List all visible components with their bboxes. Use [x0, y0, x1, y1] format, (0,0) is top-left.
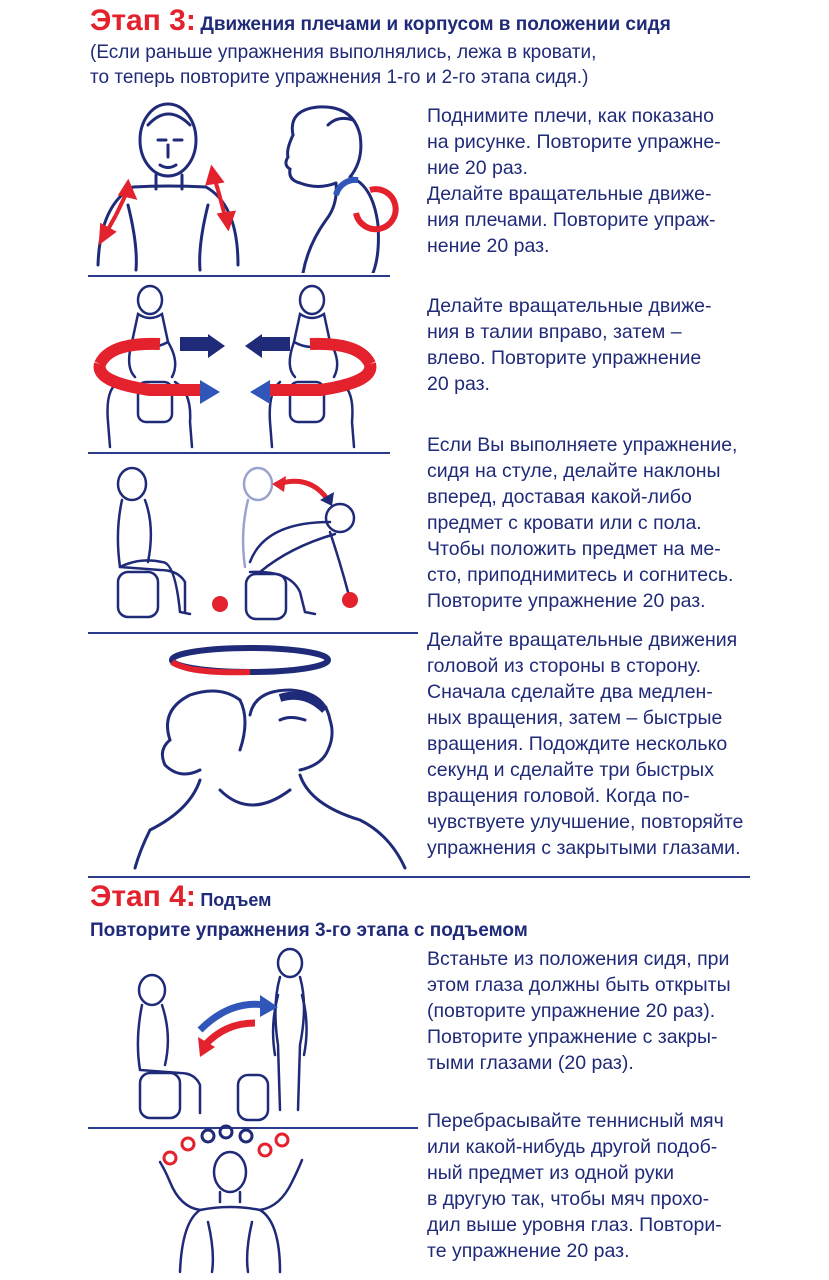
waist-rotation-illustration: [80, 282, 390, 450]
ball-toss-illustration: [130, 1122, 420, 1277]
stage3-heading: Этап 3: Движения плечами и корпусом в по…: [90, 4, 671, 38]
exercise-text-ball: Перебрасывайте теннисный мяч или какой-н…: [427, 1110, 724, 1262]
divider: [88, 876, 750, 878]
stage3-note-line2: то теперь повторите упражнения 1-го и 2-…: [90, 67, 589, 88]
stage3-number: Этап 3:: [90, 4, 196, 37]
head-rotation-illustration: [130, 640, 420, 870]
stage4-title: Подъем: [200, 890, 272, 910]
stage3-note-line1: (Если раньше упражнения выполнялись, леж…: [90, 42, 597, 63]
stand-up-illustration: [120, 945, 420, 1125]
exercise-text-waist: Делайте вращательные движе- ния в талии …: [427, 295, 712, 395]
exercise-text-stand: Встаньте из положения сидя, при этом гла…: [427, 948, 731, 1074]
exercise-text-bend: Если Вы выполняете упражнение, сидя на с…: [427, 434, 738, 612]
shoulder-raise-illustration: [88, 95, 408, 273]
divider: [88, 1127, 418, 1129]
exercise-text-head: Делайте вращательные движения головой из…: [427, 629, 744, 859]
divider: [88, 632, 418, 634]
divider: [88, 275, 390, 277]
divider: [88, 452, 390, 454]
exercise-text-shoulders: Поднимите плечи, как показано на рисунке…: [427, 105, 721, 257]
stage3-title: Движения плечами и корпусом в положении …: [200, 14, 671, 35]
forward-bend-illustration: [100, 462, 400, 627]
stage4-subtitle: Повторите упражнения 3-го этапа с подъем…: [90, 920, 528, 941]
stage4-heading: Этап 4: Подъем: [90, 880, 271, 914]
stage4-number: Этап 4:: [90, 880, 196, 913]
